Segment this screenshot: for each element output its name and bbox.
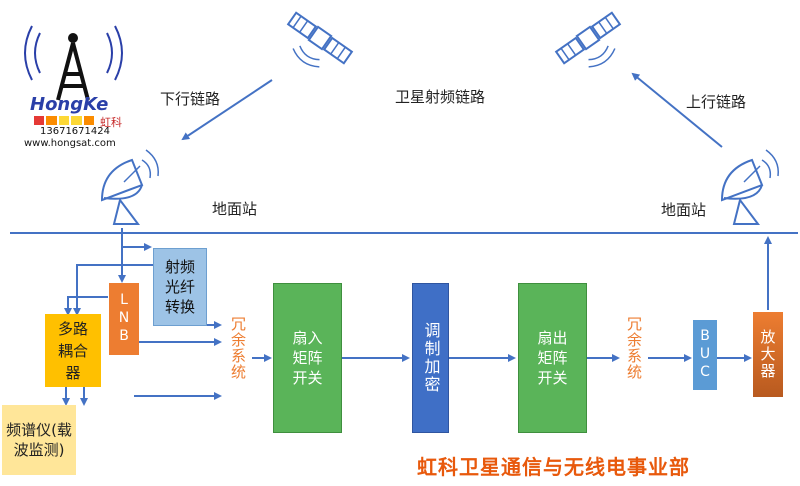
logo-brand: HongKe [30,94,109,115]
spectrum-analyzer-label: 频谱仪(载波监测) [6,421,72,459]
ground-station-right-label: 地面站 [661,201,707,219]
uplink-arrow [631,72,723,148]
amplifier-label: 放大器 [758,329,777,380]
redundant-system-right: 冗余系统 [625,316,643,380]
downlink-label: 下行链路 [160,90,221,108]
satellite-icon-right [554,11,622,68]
rf-fiber-converter-label: 射频光纤转换 [164,258,195,316]
redundant-system-left: 冗余系统 [229,316,247,380]
lnb-block: LNB [109,283,139,355]
fan-in-matrix-switch-block: 扇入矩阵开关 [273,283,342,433]
radio-tower-icon [24,25,123,101]
spectrum-analyzer-block: 频谱仪(载波监测) [2,405,76,475]
logo-cn-name: 虹科 [100,116,122,129]
ground-station-left-label: 地面站 [212,200,258,218]
rf-link-label: 卫星射频链路 [395,88,486,106]
satellite-icon-left [286,11,354,68]
multi-coupler-block: 多路耦合器 [45,314,101,387]
modem-encryption-block: 调制加密 [412,283,449,433]
company-logo: HongKe 虹科 13671671424 www.hongsat.com [10,8,137,149]
buc-label: BUC [697,328,713,382]
logo-website: www.hongsat.com [24,138,116,149]
uplink-label: 上行链路 [686,93,747,111]
satellite-dish-icon-right [720,149,779,225]
footer-division-name: 虹科卫星通信与无线电事业部 [417,455,690,479]
logo-phone: 13671671424 [40,126,110,137]
downlink-arrow [181,79,273,141]
logo-color-strip [34,116,95,125]
fan-out-matrix-switch-block: 扇出矩阵开关 [518,283,587,433]
amplifier-block: 放大器 [753,312,783,397]
modem-encryption-label: 调制加密 [421,322,441,394]
multi-coupler-label: 多路耦合器 [57,319,88,382]
rf-fiber-converter-block: 射频光纤转换 [153,248,207,326]
fan-in-matrix-switch-label: 扇入矩阵开关 [292,329,323,387]
lnb-label: LNB [116,292,132,346]
fan-out-matrix-switch-label: 扇出矩阵开关 [537,329,568,387]
satellite-dish-icon-left [100,149,159,225]
buc-block: BUC [693,320,717,390]
